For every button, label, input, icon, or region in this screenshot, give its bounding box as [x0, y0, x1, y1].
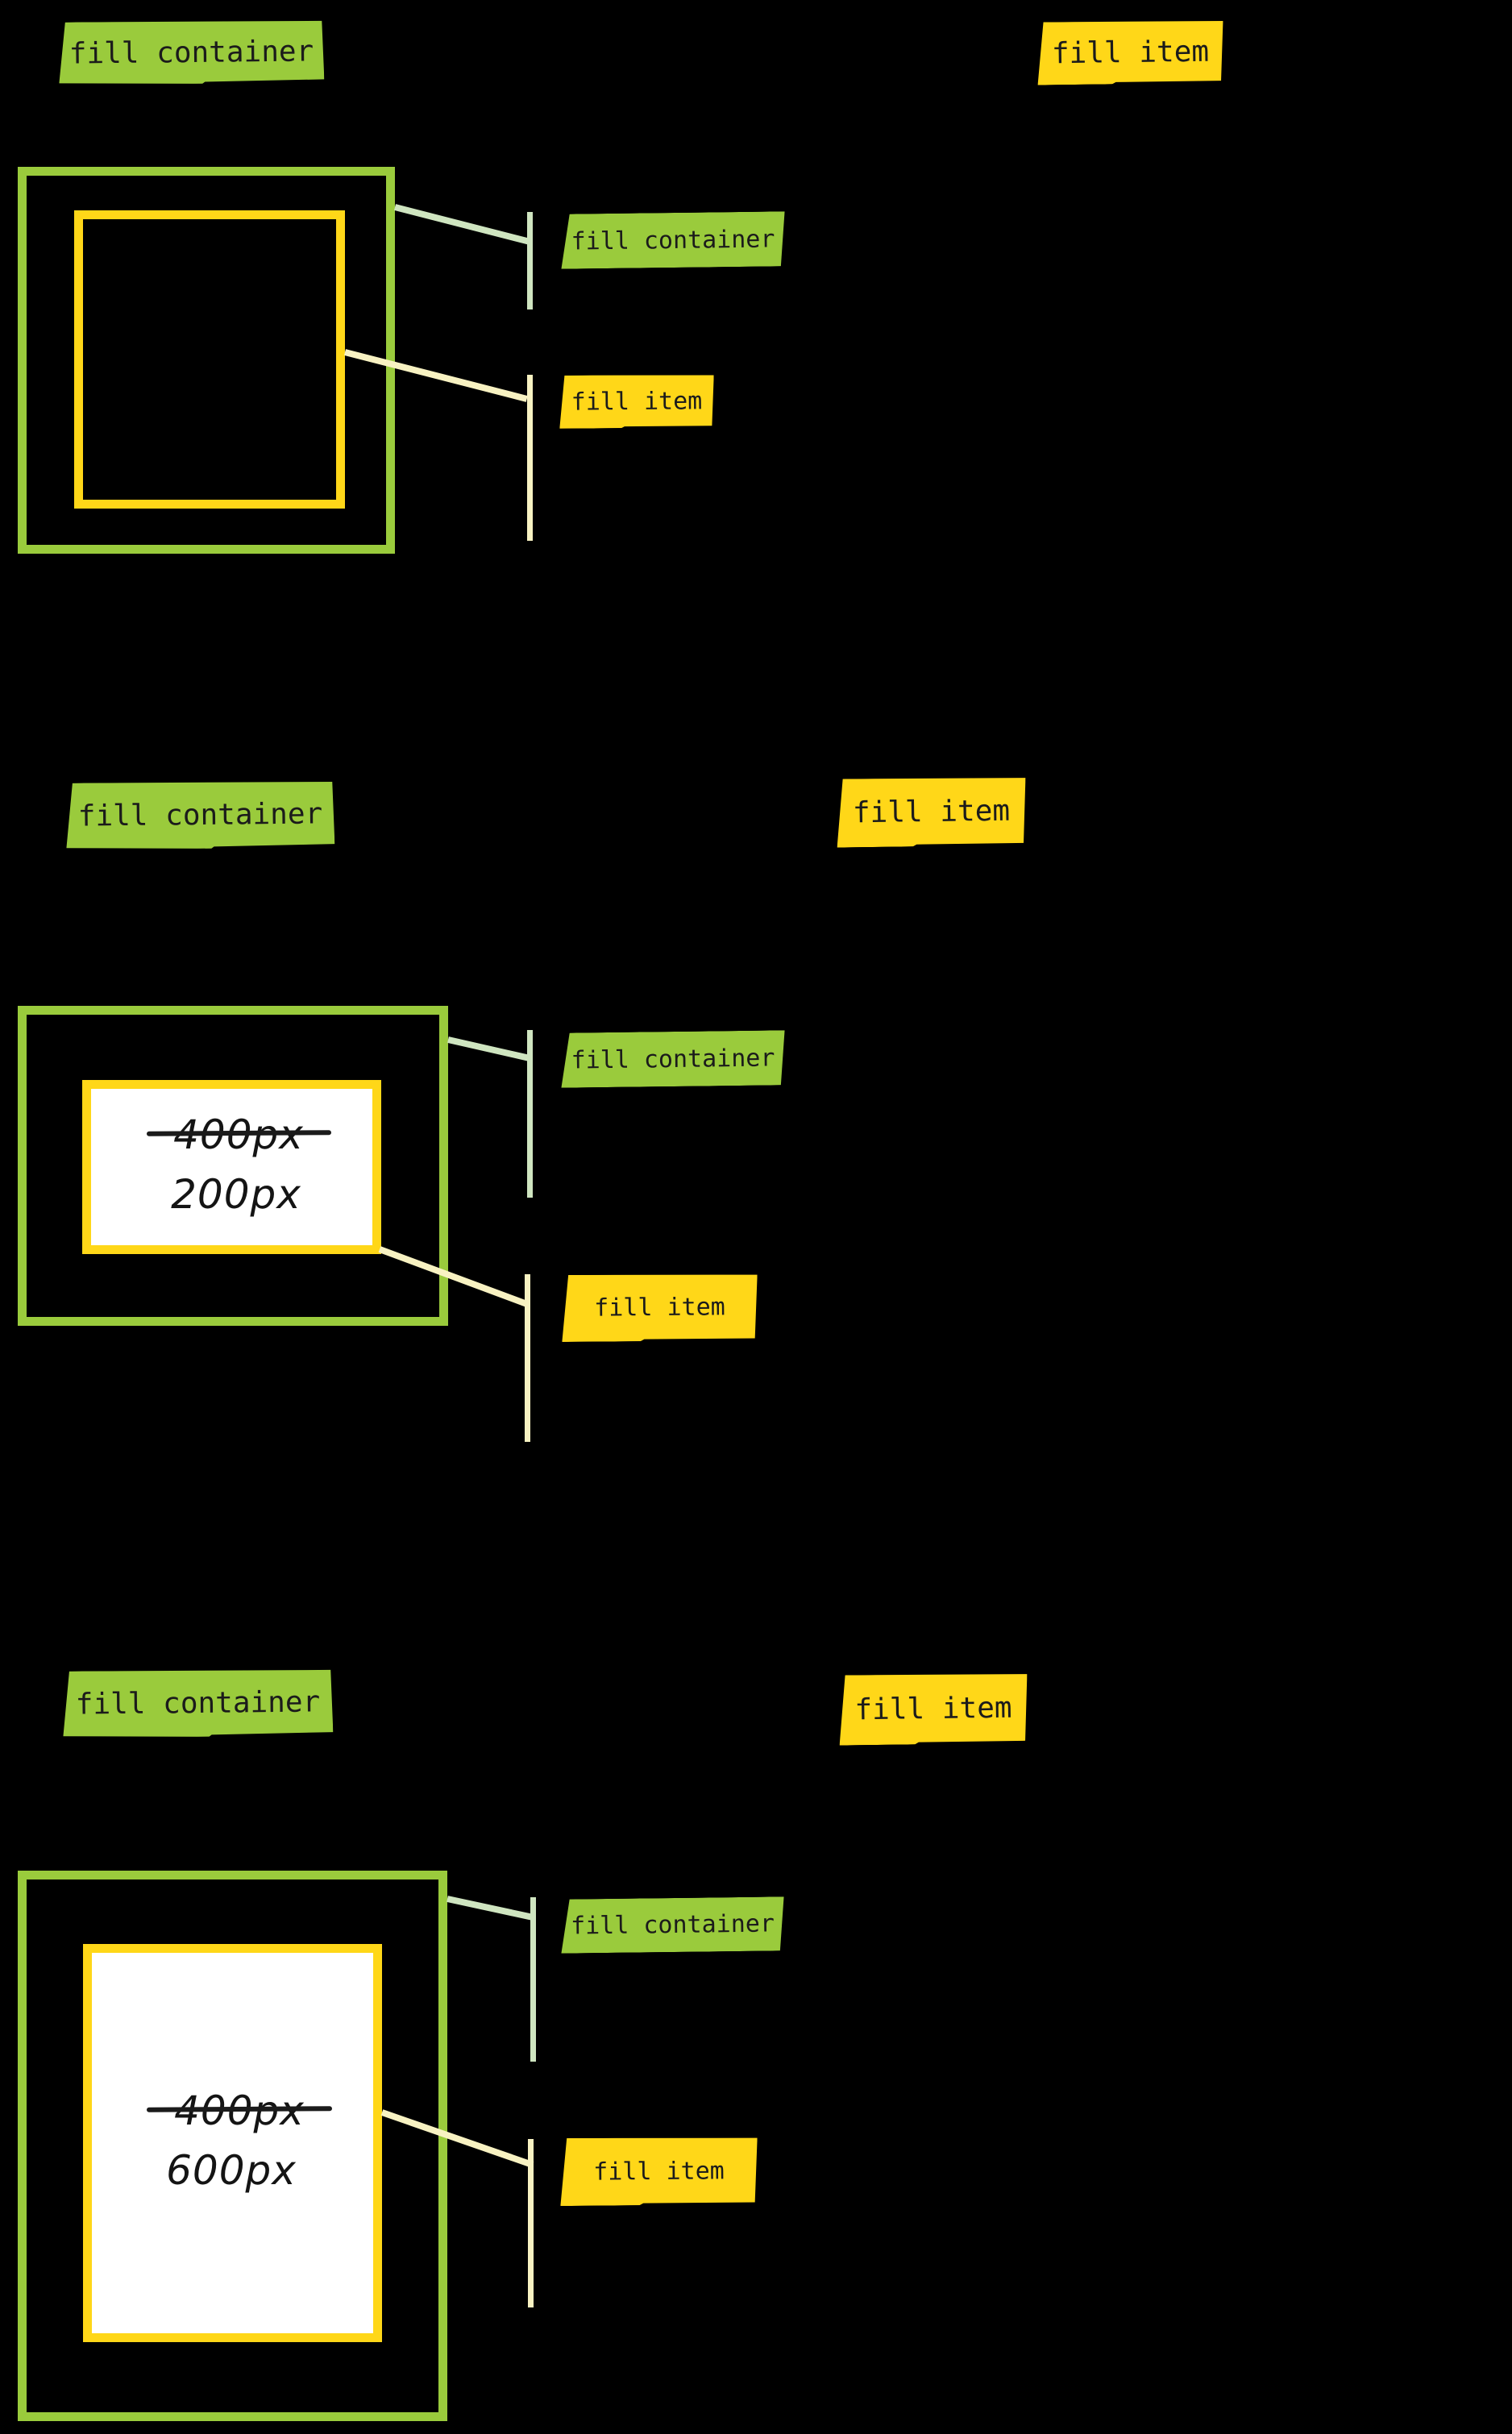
section2-container-box	[18, 1006, 448, 1326]
section-3: fill container fill item 400px 600px fil…	[0, 1620, 1512, 2434]
section1-header-fill-container-label: fill container	[69, 34, 314, 71]
section2-container-leader-line	[447, 1036, 531, 1061]
section1-header-fill-item-sticker: fill item	[1036, 19, 1223, 85]
section3-callout-fill-container-sticker: fill container	[561, 1896, 785, 1953]
section1-header-fill-item-label: fill item	[1051, 35, 1210, 70]
section-1: fill container fill item fill container …	[0, 0, 1512, 750]
section3-header-fill-item-label: fill item	[854, 1691, 1012, 1727]
section3-callout-fill-container-label: fill container	[570, 1909, 775, 1941]
section2-container-leader-tick	[527, 1030, 533, 1198]
section3-callout-fill-item-label: fill item	[593, 2156, 725, 2187]
section2-header-fill-item-label: fill item	[852, 794, 1011, 830]
section3-item-box	[83, 1944, 382, 2342]
section2-item-new-size-value: 200px	[171, 1171, 301, 1218]
section1-container-leader-line	[394, 204, 530, 245]
section3-item-leader-tick	[528, 2139, 534, 2307]
section2-item-new-size-text: 200px	[139, 1171, 333, 1218]
section2-header-fill-container-label: fill container	[77, 797, 323, 833]
section2-item-box	[82, 1080, 381, 1254]
section3-header-fill-container-sticker: fill container	[63, 1668, 334, 1738]
section1-callout-fill-container-label: fill container	[571, 224, 775, 256]
section1-container-leader-tick	[527, 212, 533, 309]
section1-header-fill-container-sticker: fill container	[59, 19, 325, 85]
section2-header-fill-container-sticker: fill container	[66, 780, 335, 849]
section3-header-fill-item-sticker: fill item	[838, 1672, 1028, 1745]
section1-callout-fill-item-label: fill item	[571, 386, 703, 417]
section3-container-leader-tick	[530, 1897, 536, 2062]
section1-callout-fill-item-sticker: fill item	[559, 374, 715, 429]
section1-item-box	[74, 210, 345, 509]
section2-callout-fill-item-label: fill item	[594, 1293, 725, 1323]
section3-callout-fill-item-sticker: fill item	[560, 2137, 758, 2206]
section3-item-new-size-text: 600px	[135, 2147, 328, 2194]
section3-container-leader-line	[447, 1896, 534, 1921]
section2-callout-fill-container-sticker: fill container	[561, 1030, 786, 1087]
section2-callout-fill-container-label: fill container	[571, 1043, 775, 1075]
section3-container-box	[18, 1871, 447, 2421]
section1-callout-fill-container-sticker: fill container	[561, 211, 786, 268]
section2-header-fill-item-sticker: fill item	[836, 776, 1026, 847]
section1-item-leader-tick	[527, 375, 533, 541]
section2-callout-fill-item-sticker: fill item	[562, 1273, 758, 1342]
section3-header-fill-container-label: fill container	[75, 1685, 321, 1722]
section2-item-leader-tick	[525, 1274, 530, 1442]
section3-item-new-size-value: 600px	[166, 2147, 297, 2194]
section-2: fill container fill item 400px 200px fil…	[0, 750, 1512, 1620]
